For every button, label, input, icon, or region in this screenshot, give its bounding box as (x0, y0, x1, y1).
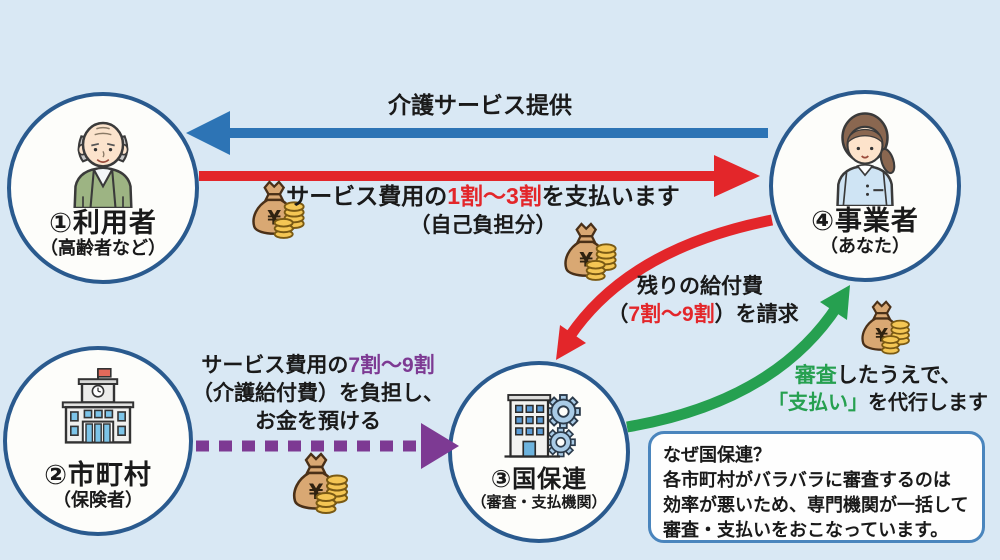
claim-line1-text: 残りの給付費 (637, 275, 763, 298)
note-line4: 審査・支払いをおこなっています。 (663, 520, 949, 540)
node-kokuhoren-circle: ③国保連 （審査・支払機関） (448, 361, 630, 543)
agency-highlight2: 「支払い」 (768, 392, 868, 414)
node-provider-circle: ④事業者 （あなた） (769, 90, 961, 282)
label-user-payment-sub: （自己負担分） (410, 214, 557, 238)
user-payment-pre: サービス費用の (286, 183, 448, 209)
claim-pre: （ (607, 303, 629, 326)
node-municipality-title: ②市町村 (44, 460, 152, 490)
office-building-gears-icon (504, 394, 581, 458)
agency-highlight1: 審査 (794, 364, 837, 387)
user-payment-highlight: 1割〜3割 (447, 183, 542, 209)
agency-post1: したうえで、 (836, 364, 962, 387)
claim-highlight: 7割〜9割 (628, 303, 715, 326)
node-kokuhoren-subtitle: （審査・支払機関） (471, 493, 607, 511)
node-provider-subtitle: （あなた） (820, 236, 910, 257)
money-bag-icon (564, 222, 617, 282)
gear-large (545, 394, 581, 429)
label-deposit-line2: （介護給付費）を負担し、 (192, 382, 444, 406)
node-provider-title: ④事業者 (811, 206, 919, 236)
node-kokuhoren-title: ③国保連 (490, 466, 588, 493)
label-deposit-line1: サービス費用の7割〜9割 (201, 354, 434, 378)
agency-post2: を代行します (868, 392, 988, 414)
node-user-subtitle: （高齢者など） (40, 238, 166, 259)
municipal-building-icon (61, 368, 135, 444)
elderly-man-icon (73, 121, 133, 208)
label-agency-line2: 「支払い」を代行します (768, 392, 988, 415)
note-line3: 効率が悪いため、専門機関が一括して (663, 495, 969, 515)
label-care-service: 介護サービス提供 (388, 92, 572, 118)
label-user-payment: サービス費用の1割〜3割を支払います (286, 183, 680, 209)
care-worker-icon (836, 112, 896, 206)
money-bag-icon (861, 300, 911, 355)
deposit-pre: サービス費用の (201, 354, 349, 377)
node-user-title: ①利用者 (49, 208, 157, 238)
node-municipality-circle: ②市町村 （保険者） (3, 346, 193, 536)
label-agency-line1: 審査したうえで、 (795, 364, 962, 388)
node-municipality-subtitle: （保険者） (53, 490, 143, 511)
note-box: なぜ国保連？ 各市町村がバラバラに審査するのは 効率が悪いため、専門機関が一括し… (648, 431, 985, 543)
money-bag-icon (292, 452, 349, 515)
claim-post: ）を請求 (714, 303, 799, 326)
label-claim-line2: （7割〜9割）を請求 (607, 303, 798, 327)
deposit-line3-text: お金を預ける (255, 410, 381, 433)
deposit-highlight: 7割〜9割 (348, 354, 435, 377)
deposit-line2-text: （介護給付費）を負担し、 (192, 382, 444, 405)
label-claim-line1: 残りの給付費 (637, 275, 763, 299)
gear-small (545, 427, 576, 458)
node-user-circle: ①利用者 （高齢者など） (7, 92, 199, 284)
user-payment-sub-text: （自己負担分） (409, 214, 557, 237)
label-deposit-line3: お金を預ける (255, 410, 381, 434)
note-line2: 各市町村がバラバラに審査するのは (663, 470, 951, 490)
note-line1: なぜ国保連？ (663, 445, 771, 465)
label-care-service-text: 介護サービス提供 (388, 92, 572, 118)
user-payment-post: を支払います (541, 183, 680, 209)
